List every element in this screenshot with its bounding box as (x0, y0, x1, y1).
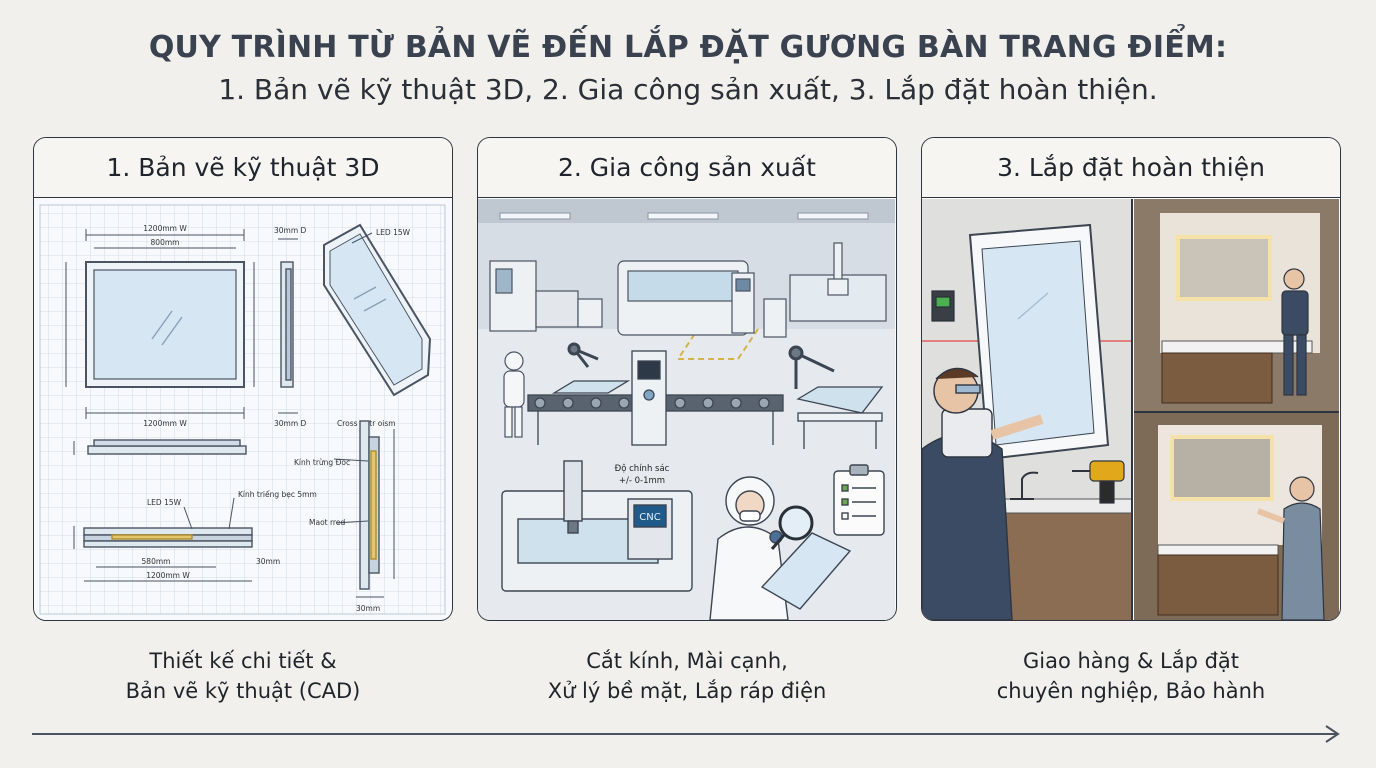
cnc-machine (501, 460, 693, 592)
step-2-panel: 2. Gia công sản xuất (477, 137, 897, 621)
page-title: QUY TRÌNH TỪ BẢN VẼ ĐẾN LẮP ĐẶT GƯƠNG BÀ… (0, 30, 1376, 106)
arrow-right-icon (32, 725, 1340, 743)
back-machine-left (489, 260, 603, 332)
dim-label-30-side: 30mm (256, 557, 280, 566)
led-mirror-bottom (1170, 435, 1274, 501)
customer-person (1256, 476, 1325, 620)
installer-worker (922, 367, 1044, 620)
led-label-bottom: LED 15W (147, 498, 182, 507)
dim-label-1200-bottom: 1200mm W (143, 419, 187, 428)
glass-sample (760, 532, 852, 610)
inspector-worker (709, 476, 789, 620)
faucet (1010, 471, 1039, 500)
step-1-caption-line-2: Bản vẽ kỹ thuật (CAD) (125, 679, 361, 703)
blueprint-drawing: 1200mm W 800mm 1200mm W 30mm D 30mm D LE… (34, 199, 451, 620)
inspection-machine (631, 350, 667, 446)
title-line-1: QUY TRÌNH TỪ BẢN VẼ ĐẾN LẮP ĐẶT GƯƠNG BÀ… (148, 30, 1228, 65)
dim-label-1200-base: 1200mm W (146, 571, 190, 580)
step-1-panel: 1. Bản vẽ kỹ thuật 3D (33, 137, 453, 621)
magnifier-icon (770, 505, 814, 550)
precision-label-1: Độ chính sác (615, 463, 670, 474)
cnc-label: CNC (639, 512, 660, 523)
title-line-2: 1. Bản vẽ kỹ thuật 3D, 2. Gia công sản x… (218, 73, 1158, 106)
dim-label-1200-top: 1200mm W (143, 224, 187, 233)
back-machine-center (617, 260, 755, 336)
worker-left (503, 351, 525, 438)
step-3-panel: 3. Lắp đặt hoàn thiện (921, 137, 1341, 621)
precision-label-2: +/- 0-1mm (619, 476, 665, 486)
step-1-caption: Thiết kế chi tiết & Bản vẽ kỹ thuật (CAD… (33, 646, 453, 706)
step-1-caption-line-1: Thiết kế chi tiết & (149, 649, 337, 673)
side-elevation (278, 238, 298, 414)
isometric-view (323, 223, 432, 397)
step-3-caption: Giao hàng & Lắp đặt chuyên nghiệp, Bảo h… (921, 646, 1341, 706)
dim-label-800: 800mm (151, 238, 180, 247)
dim-label-580: 580mm (142, 557, 171, 566)
laser-level-icon (931, 290, 955, 322)
clipboard-icon (833, 464, 885, 536)
dim-label-30d-top: 30mm D (274, 226, 307, 235)
technician-worker (1281, 268, 1309, 396)
glass-label: Kính trừng Đoc (294, 458, 350, 467)
factory-illustration: CNC Độ chính sác +/- 0-1mm (478, 199, 895, 620)
led-label-top: LED 15W (376, 228, 411, 237)
vertical-section (333, 420, 395, 598)
maot-label: Maot rred (309, 518, 345, 527)
step-2-heading: 2. Gia công sản xuất (478, 138, 896, 198)
mirror-installing (968, 223, 1110, 461)
led-mirror-top (1176, 235, 1272, 301)
step-2-caption-line-2: Xử lý bề mặt, Lắp ráp điện (547, 679, 827, 703)
step-2-caption: Cắt kính, Mài cạnh, Xử lý bề mặt, Lắp rá… (477, 646, 897, 706)
right-workbench (796, 386, 884, 449)
dim-label-30-base: 30mm (356, 604, 380, 613)
step-2-caption-line-1: Cắt kính, Mài cạnh, (586, 649, 788, 673)
step-3-heading: 3. Lắp đặt hoàn thiện (922, 138, 1340, 198)
drill-icon (1072, 460, 1125, 504)
step-3-caption-line-1: Giao hàng & Lắp đặt (1022, 649, 1240, 673)
step-3-caption-line-2: chuyên nghiệp, Bảo hành (996, 679, 1266, 703)
cross-section-detail (73, 497, 253, 582)
glass-5mm-label: Kính triếng bẹc 5mm (238, 490, 317, 499)
front-elevation (65, 229, 255, 419)
dim-label-30d-bottom: 30mm D (274, 419, 307, 428)
robot-arm-right (788, 345, 835, 389)
plan-view (73, 439, 247, 455)
step-1-heading: 1. Bản vẽ kỹ thuật 3D (34, 138, 452, 198)
installation-illustration (922, 199, 1339, 620)
back-machine-right (763, 242, 887, 338)
robot-arm-left (567, 342, 599, 368)
